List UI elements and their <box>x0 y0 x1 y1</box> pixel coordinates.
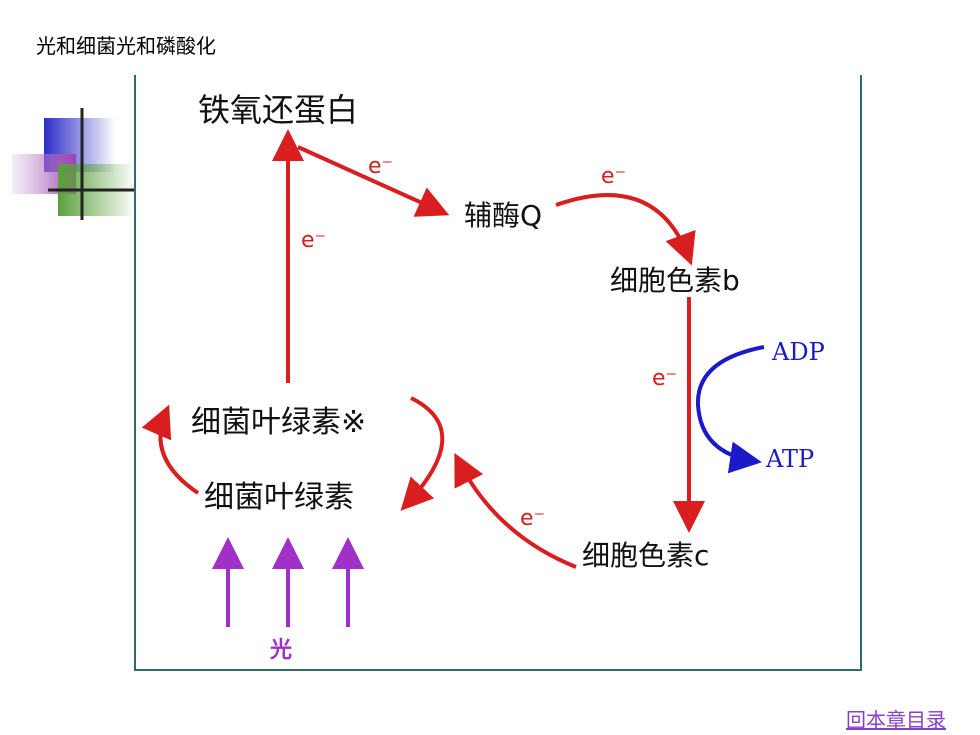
electron-label-1: e⁻ <box>368 154 393 179</box>
arrow-cytc-to-bchl <box>454 452 577 569</box>
atp-label: ATP <box>765 445 814 473</box>
electron-label-2: e⁻ <box>601 164 626 189</box>
node-bacteriochlorophyll-excited: 细菌叶绿素※ <box>191 405 366 440</box>
arrow-coq-to-cytb <box>555 193 696 266</box>
slide-title: 光和细菌光和磷酸化 <box>36 34 216 58</box>
light-label: 光 <box>269 638 292 663</box>
node-coenzyme-q: 辅酶Q <box>464 199 542 232</box>
arrow-adp-to-atp <box>695 345 765 474</box>
node-ferredoxin: 铁氧还蛋白 <box>198 91 358 129</box>
node-cytochrome-b: 细胞色素b <box>610 264 740 297</box>
electron-label-3: e⁻ <box>301 228 326 253</box>
electron-label-5: e⁻ <box>520 506 545 531</box>
node-cytochrome-c: 细胞色素c <box>582 539 709 572</box>
node-bacteriochlorophyll: 细菌叶绿素 <box>204 480 354 515</box>
arrow-excited-to-ground <box>400 396 445 511</box>
arrow-bchl-excitation <box>141 404 200 495</box>
back-to-chapter-link[interactable]: 回本章目录 <box>846 708 946 732</box>
electron-flow-svg: 铁氧还蛋白 辅酶Q 细胞色素b 细胞色素c 细菌叶绿素※ 细菌叶绿素 e⁻ e⁻… <box>141 91 825 663</box>
arrow-ferredoxin-to-coq <box>297 145 450 217</box>
electron-label-4: e⁻ <box>652 366 677 391</box>
decorative-squares-graphic <box>12 108 140 220</box>
photophosphorylation-diagram: 铁氧还蛋白 辅酶Q 细胞色素b 细胞色素c 细菌叶绿素※ 细菌叶绿素 e⁻ e⁻… <box>134 75 862 671</box>
adp-label: ADP <box>771 338 825 366</box>
